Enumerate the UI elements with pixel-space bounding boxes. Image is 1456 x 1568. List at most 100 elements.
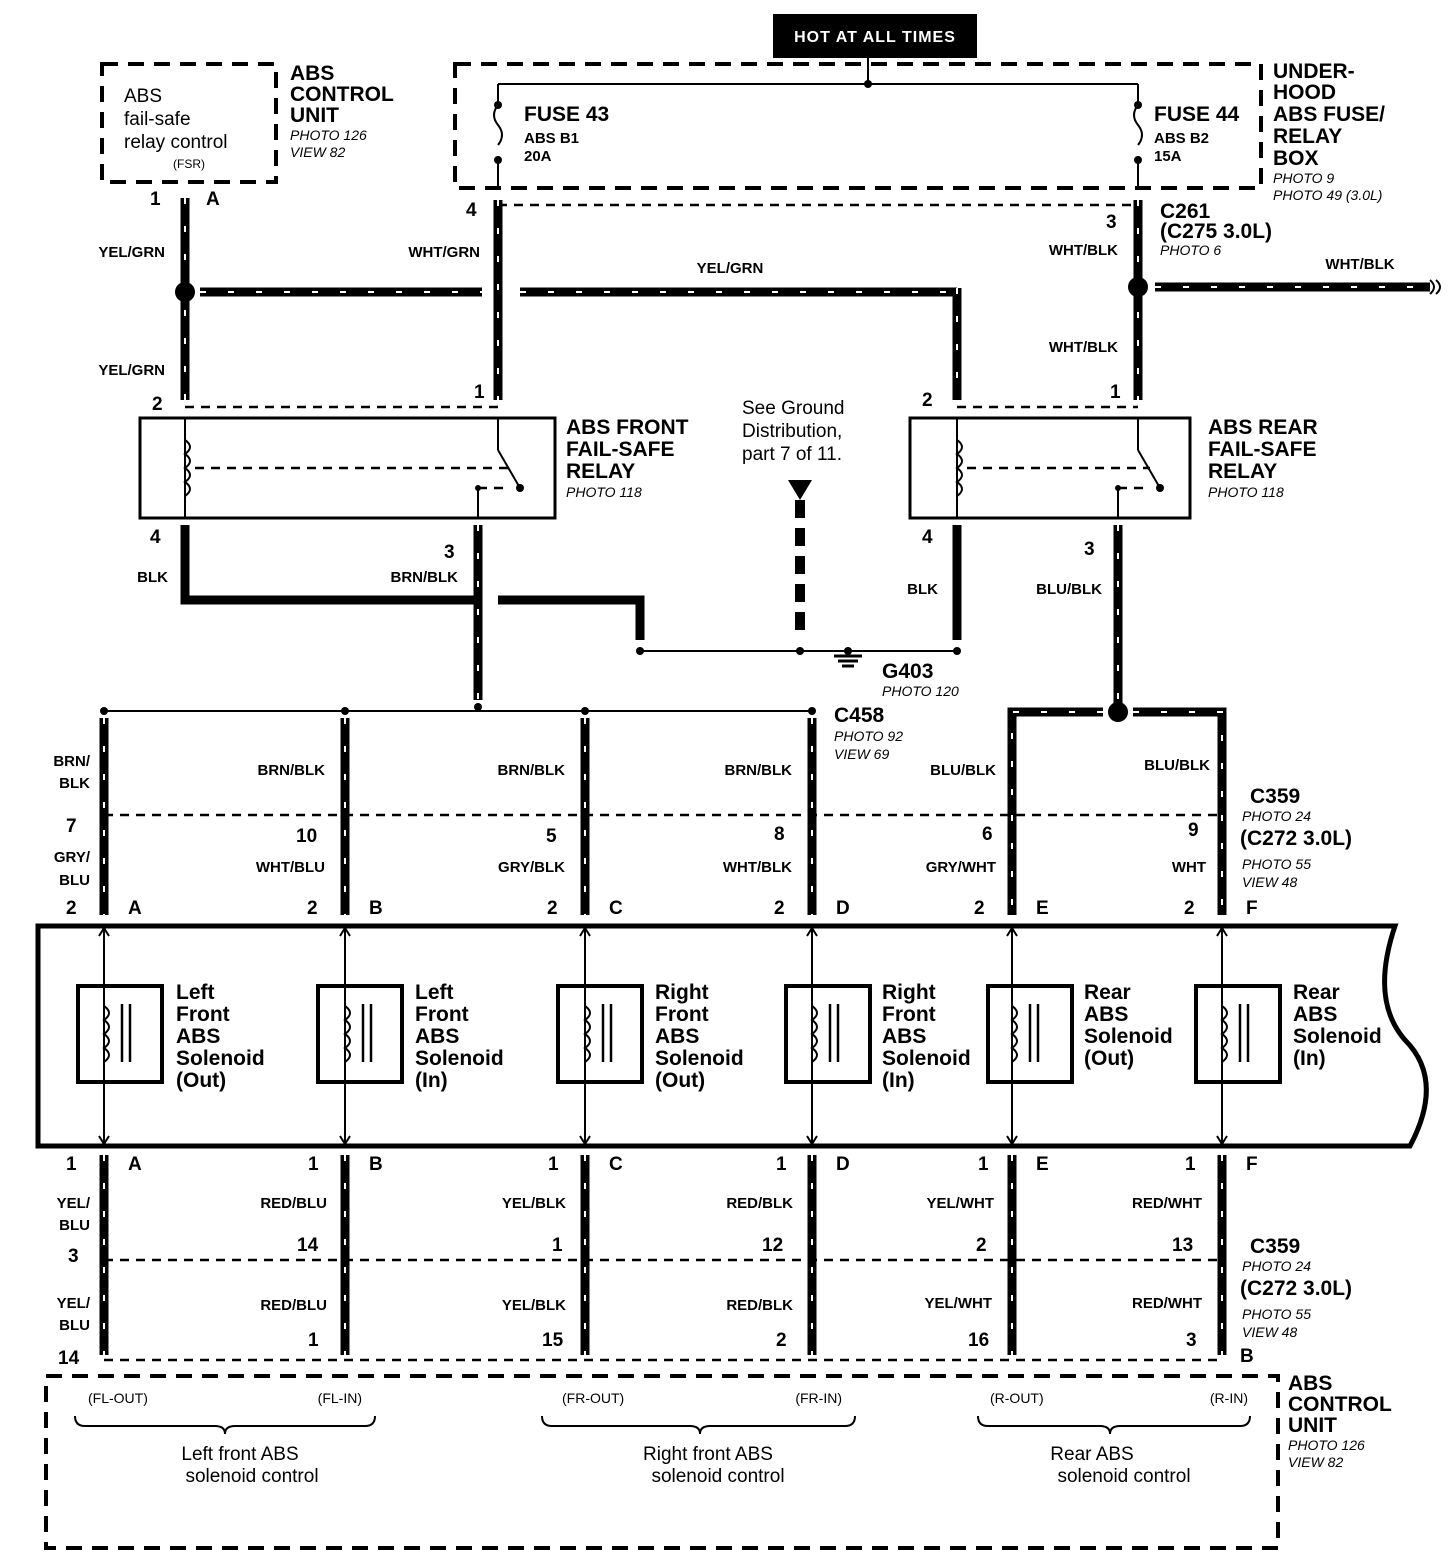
- wire-label-wht-blk-1: WHT/BLK: [1049, 242, 1118, 259]
- mid-wires: [180, 525, 1227, 815]
- wire-label-blu-blk-1: BLU/BLK: [1036, 581, 1102, 598]
- wire-label-blu-1: BLU: [59, 1217, 90, 1234]
- fr-brace-icon: [541, 1415, 856, 1435]
- left-front-control-label-2: solenoid control: [185, 1466, 318, 1487]
- abs-control-unit-bottom: ABS CONTROL UNIT PHOTO 126 VIEW 82 (FL-O…: [44, 1372, 1392, 1550]
- solenoid-label-c-5: (Out): [655, 1069, 705, 1092]
- wire-label-blu-2: BLU: [59, 1317, 90, 1334]
- wire-label-red-blu-2: RED/BLU: [260, 1297, 327, 1314]
- front-relay-coil-icon: [183, 439, 191, 497]
- fuse-43-icon: [493, 104, 503, 146]
- abs-rear-fail-safe-relay: ABS REAR FAIL-SAFE RELAY PHOTO 118: [908, 416, 1318, 520]
- wire-label-wht-grn: WHT/GRN: [408, 244, 480, 261]
- wire-label-red-wht-2: RED/WHT: [1132, 1295, 1202, 1312]
- fuse-43-sub: ABS B1: [524, 130, 579, 147]
- c359-pin-13: 13: [1172, 1235, 1193, 1256]
- wire-label-blu: BLU: [59, 872, 90, 889]
- fuse-43-amp: 20A: [524, 148, 552, 165]
- c359-top-alt: (C272 3.0L): [1240, 827, 1352, 850]
- wire-label-gry-wht: GRY/WHT: [926, 859, 996, 876]
- solenoid-coil-icon: [810, 1005, 818, 1063]
- c458-bus: [100, 703, 816, 715]
- fsr-box-line-1: ABS: [124, 86, 162, 107]
- solenoid-label-f-2: ABS: [1293, 1003, 1337, 1026]
- solenoid-top-pin-a: 2: [66, 898, 77, 919]
- solenoid-label-a-3: ABS: [176, 1025, 220, 1048]
- solenoid-label-d-5: (In): [882, 1069, 915, 1092]
- cu-pin-15: 15: [542, 1330, 564, 1351]
- solenoid-box: [784, 984, 872, 1084]
- abs-cu-bottom-view: VIEW 82: [1288, 1454, 1343, 1470]
- c261-photo: PHOTO 6: [1160, 242, 1221, 258]
- wire-label-blk-1: BLK: [137, 569, 168, 586]
- wire-label-wht: WHT: [1172, 859, 1206, 876]
- abs-control-unit-top: ABS fail-safe relay control (FSR) ABS CO…: [100, 62, 394, 210]
- rear-control-label-1: Rear ABS: [1050, 1444, 1133, 1465]
- solenoid-label-c-4: Solenoid: [655, 1047, 744, 1070]
- fr-in-label: (FR-IN): [795, 1390, 842, 1406]
- solenoid-top-letter-e: E: [1036, 898, 1049, 919]
- underhood-photo-2: PHOTO 49 (3.0L): [1273, 187, 1382, 203]
- solenoid-label-f-3: Solenoid: [1293, 1025, 1382, 1048]
- abs-cu-bottom-photo: PHOTO 126: [1288, 1437, 1365, 1453]
- underhood-title-1: UNDER-: [1273, 60, 1355, 83]
- rear-relay-coil-icon: [955, 439, 963, 497]
- solenoid-bottom-letter-c: C: [609, 1154, 623, 1175]
- r-in-label: (R-IN): [1210, 1390, 1248, 1406]
- fsr-box-line-3: relay control: [124, 132, 228, 153]
- rear-relay-pin-3: 3: [1084, 539, 1095, 560]
- ground-g403-icon: [834, 651, 862, 668]
- wire-label-wht-blk-3: WHT/BLK: [1325, 256, 1394, 273]
- c359-pin-3: 3: [68, 1246, 79, 1267]
- solenoid-top-letter-f: F: [1246, 898, 1258, 919]
- rear-control-label-2: solenoid control: [1057, 1466, 1190, 1487]
- c458-pin-8: 8: [774, 824, 785, 845]
- front-relay-title-2: FAIL-SAFE: [566, 438, 675, 461]
- solenoid-label-e-2: ABS: [1084, 1003, 1128, 1026]
- ground-note-2: Distribution,: [742, 421, 842, 442]
- mod-bottom-pin-c: 1: [548, 1154, 559, 1175]
- solenoid-column-wires: [99, 718, 1227, 1355]
- wire-label-red-wht-1: RED/WHT: [1132, 1195, 1202, 1212]
- wire-label-wht-blk-2: WHT/BLK: [1049, 339, 1118, 356]
- mod-bottom-pin-a: 1: [66, 1154, 77, 1175]
- wire-label-blu-blk-f: BLU/BLK: [1144, 757, 1210, 774]
- c359-bottom-name: C359: [1250, 1235, 1300, 1258]
- fr-out-label: (FR-OUT): [562, 1390, 624, 1406]
- wire-label-brn-top: BRN/: [53, 753, 90, 770]
- mod-bottom-pin-b: 1: [308, 1154, 319, 1175]
- wire-label-red-blk-2: RED/BLK: [726, 1297, 793, 1314]
- c359-top-name: C359: [1250, 785, 1300, 808]
- solenoid-label-c-1: Right: [655, 981, 709, 1004]
- c261-label: C261 (C275 3.0L) PHOTO 6: [1160, 200, 1272, 258]
- fuse-44-name: FUSE 44: [1154, 103, 1240, 126]
- hot-label: HOT AT ALL TIMES: [794, 29, 956, 46]
- solenoid-top-letter-d: D: [836, 898, 850, 919]
- front-relay-pin-1: 1: [474, 382, 485, 403]
- underhood-title-4: RELAY: [1273, 125, 1342, 148]
- ground-note-3: part 7 of 11.: [742, 444, 842, 465]
- c359-bottom-photo-2: PHOTO 55: [1242, 1306, 1311, 1322]
- fuse-44-pin: 3: [1106, 212, 1117, 233]
- c359-top-view: VIEW 48: [1242, 874, 1297, 890]
- cu-pin-14: 14: [58, 1348, 80, 1369]
- solenoid-label-d-4: Solenoid: [882, 1047, 971, 1070]
- solenoid-label-a-2: Front: [176, 1003, 230, 1026]
- solenoid-box: [316, 984, 404, 1084]
- cu-connector-letter-b: B: [1240, 1346, 1254, 1367]
- rear-relay-pin-4: 4: [922, 527, 933, 548]
- hot-at-all-times-banner: HOT AT ALL TIMES: [773, 14, 977, 84]
- rear-relay-switch-icon: [1137, 449, 1161, 489]
- wire-label-yel-1: YEL/: [57, 1195, 91, 1212]
- c359-bottom-alt: (C272 3.0L): [1240, 1277, 1352, 1300]
- solenoid-top-pin-d: 2: [774, 898, 785, 919]
- c359-pin-14: 14: [297, 1235, 319, 1256]
- fsr-box-line-2: fail-safe: [124, 109, 191, 130]
- solenoid-label-e-3: Solenoid: [1084, 1025, 1173, 1048]
- solenoid-label-a-4: Solenoid: [176, 1047, 265, 1070]
- solenoid-bottom-letter-e: E: [1036, 1154, 1049, 1175]
